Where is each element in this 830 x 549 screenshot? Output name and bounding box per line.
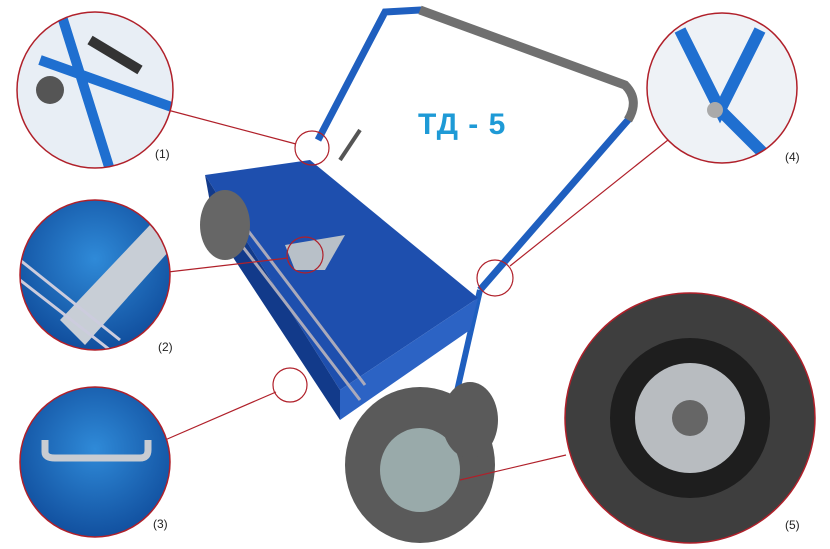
- callout-lines: [159, 107, 669, 481]
- callout-label-5: (5): [785, 518, 800, 532]
- detail-2: [20, 200, 170, 350]
- detail-3: [20, 387, 170, 537]
- wheels: [200, 190, 498, 543]
- callout-label-3: (3): [153, 517, 168, 531]
- callout-label-2: (2): [158, 340, 173, 354]
- hopper: [205, 160, 478, 420]
- callout-label-1: (1): [155, 147, 170, 161]
- detail-rings: [16, 11, 816, 544]
- handle-frame: [314, 5, 638, 401]
- detail-5: [565, 293, 815, 543]
- detail-1: [17, 12, 173, 168]
- callout-label-4: (4): [785, 150, 800, 164]
- model-title: ТД - 5: [418, 108, 507, 141]
- detail-4: [647, 13, 797, 163]
